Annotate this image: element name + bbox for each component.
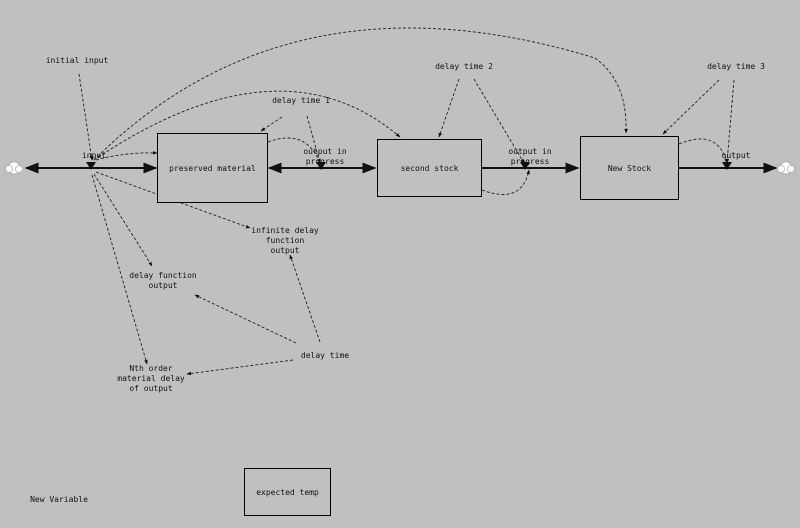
second-stock[interactable]: second stock [377, 139, 482, 197]
delay-time-variable[interactable]: delay time [300, 351, 350, 360]
link-initial-input-to-input [78, 73, 94, 161]
second-stock-label: second stock [400, 163, 459, 173]
input-valve-icon[interactable] [86, 162, 96, 170]
link-preserved-to-valve-1 [267, 137, 321, 164]
delay-time-3-variable[interactable]: delay time 3 [707, 62, 765, 71]
new-stock[interactable]: New Stock [580, 136, 679, 200]
nth-order-line-1: Nth order [129, 364, 173, 373]
delay-function-output-variable[interactable]: delay function output [123, 271, 203, 291]
output-in-progress-1-line-1: output in [303, 147, 347, 156]
output-in-progress-1-line-2: progress [305, 157, 345, 166]
expected-temp-stock[interactable]: expected temp [244, 468, 331, 516]
output-in-progress-1-valve-icon[interactable] [316, 162, 326, 170]
link-delay-time-1-to-valve-1 [306, 115, 321, 164]
infinite-delay-function-output-variable[interactable]: infinite delay function output [245, 226, 325, 256]
output-in-progress-2-line-2: progress [510, 157, 550, 166]
preserved-material-label: preserved material [169, 163, 256, 173]
nth-order-material-delay-variable[interactable]: Nth order material delay of output [111, 364, 191, 394]
output-valve-icon[interactable] [722, 162, 732, 170]
link-delay-time-to-delay-function [194, 294, 297, 344]
link-delay-time-2-to-valve-2 [473, 78, 525, 164]
link-delay-time-2-to-second-stock [438, 78, 460, 138]
delay-time-1-variable[interactable]: delay time 1 [272, 96, 330, 105]
new-stock-label: New Stock [607, 163, 652, 173]
nth-order-line-2: material delay [117, 374, 185, 383]
output-in-progress-2-line-1: output in [508, 147, 552, 156]
output-flow-label[interactable]: output [721, 151, 751, 160]
link-input-to-preserved [95, 151, 158, 161]
output-in-progress-2-label[interactable]: output in progress [500, 147, 560, 167]
expected-temp-label: expected temp [256, 487, 319, 497]
link-input-to-nth-order [91, 174, 148, 365]
infinite-delay-line-2: function [265, 236, 305, 245]
nth-order-line-3: of output [129, 384, 173, 393]
link-input-to-second-stock [93, 90, 401, 161]
link-delay-time-to-infinite-delay [289, 254, 321, 343]
preserved-material-stock[interactable]: preserved material [157, 133, 268, 203]
link-delay-time-3-to-valve-3 [725, 79, 735, 164]
link-input-to-delay-function [93, 173, 153, 267]
new-variable[interactable]: New Variable [30, 495, 88, 504]
link-new-stock-to-valve-3 [678, 138, 728, 164]
infinite-delay-line-1: infinite delay [251, 226, 319, 235]
delay-function-line-2: output [148, 281, 178, 290]
infinite-delay-line-3: output [270, 246, 300, 255]
delay-time-2-variable[interactable]: delay time 2 [435, 62, 493, 71]
link-delay-time-3-to-new-stock [662, 79, 720, 135]
link-second-stock-to-valve-2 [481, 169, 530, 195]
initial-input-variable[interactable]: initial input [45, 56, 109, 65]
input-flow-label[interactable]: input [81, 151, 107, 160]
source-cloud-icon [5, 161, 23, 175]
sink-cloud-icon [777, 161, 795, 175]
link-input-to-new-stock [93, 27, 628, 161]
output-in-progress-1-label[interactable]: output in progress [295, 147, 355, 167]
output-in-progress-2-valve-icon[interactable] [520, 162, 530, 170]
delay-function-line-1: delay function [129, 271, 197, 280]
link-delay-time-to-nth-order [186, 359, 294, 376]
link-delay-time-1-to-preserved [260, 116, 283, 132]
